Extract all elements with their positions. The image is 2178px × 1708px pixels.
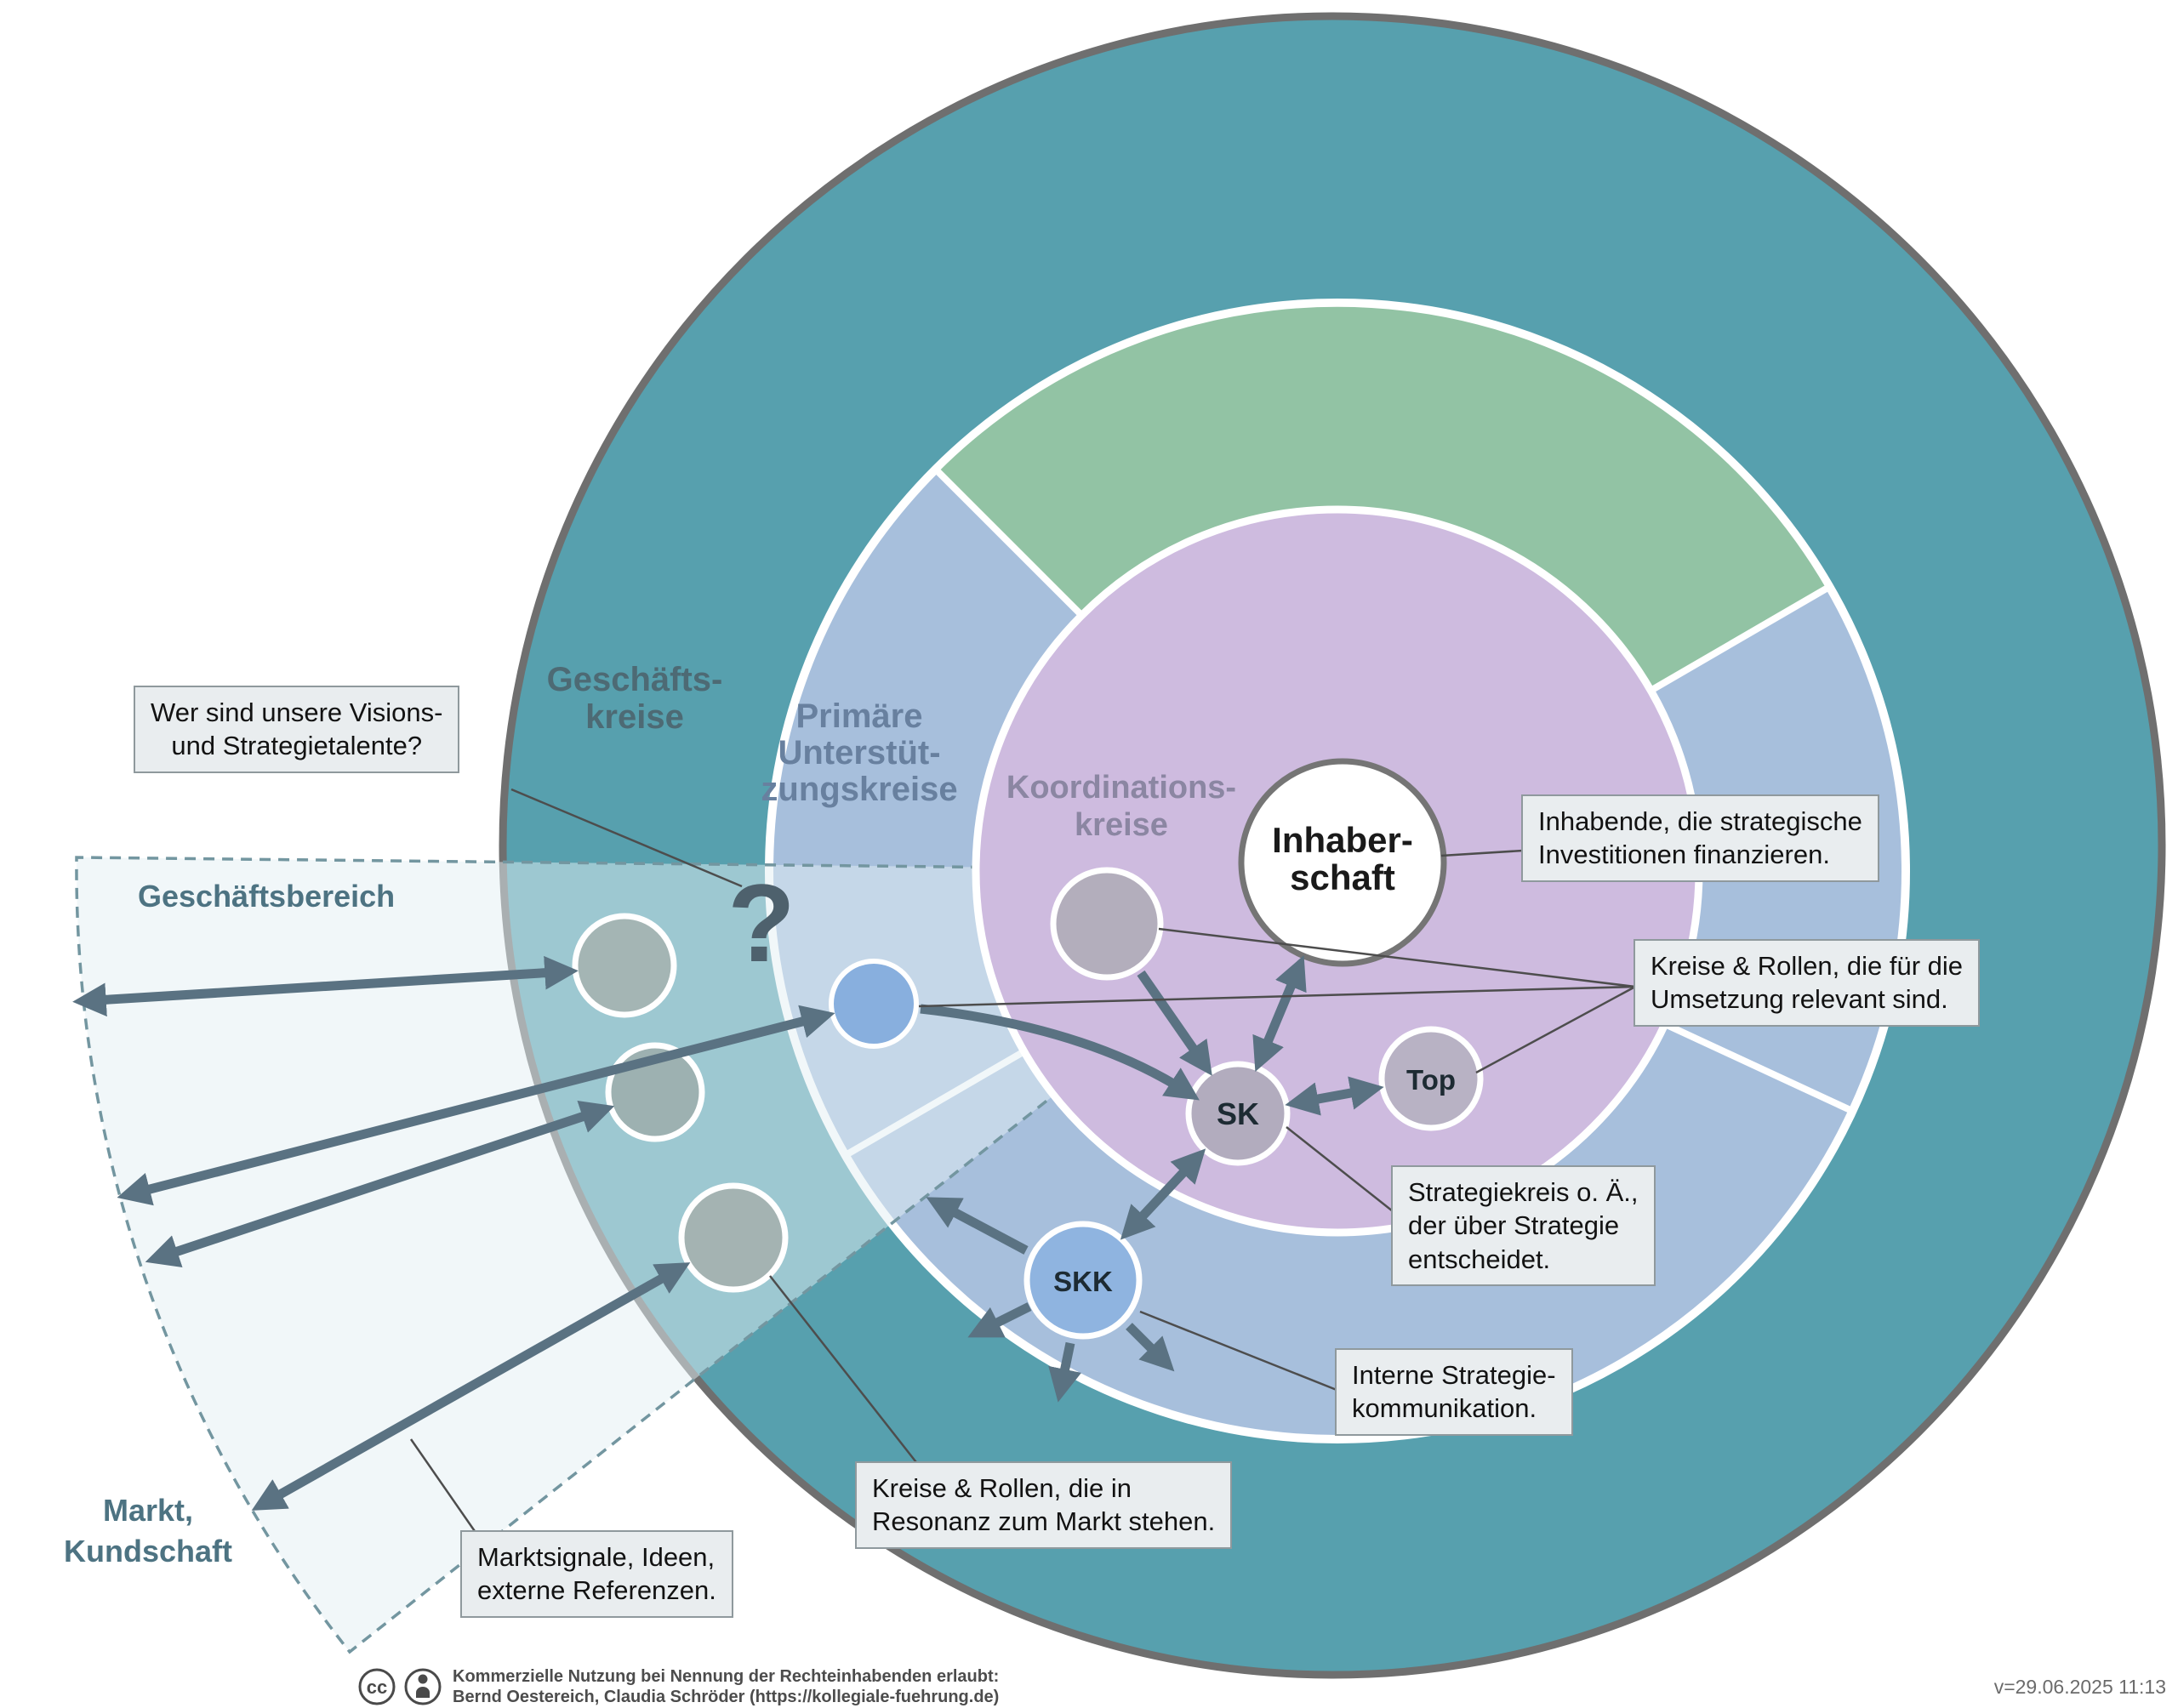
callout-line: Investitionen finanzieren. [1538, 840, 1830, 870]
support-ring-label: Primäre [796, 697, 923, 735]
connector-owners [1440, 849, 1524, 857]
arrow-sk-skk [1120, 1148, 1206, 1240]
connector-implementation-coordination [1158, 927, 1636, 988]
arrow-sk-top [1285, 1076, 1384, 1116]
callout-internal-communication: Interne Strategie- kommunikation. [1335, 1348, 1573, 1436]
arrow-skk-radiate-downleft [967, 1302, 1032, 1338]
cc-by-person-icon [418, 1674, 428, 1684]
arrow-market-business-3 [251, 1262, 691, 1511]
segment-divider [1663, 1021, 1854, 1114]
callout-line: Inhabende, die strategische [1538, 806, 1862, 836]
callout-market-resonance: Kreise & Rollen, die in Resonanz zum Mar… [855, 1461, 1233, 1549]
support-ring-label: zungskreise [761, 771, 957, 808]
license-text: Bernd Oestereich, Claudia Schröder (http… [453, 1688, 999, 1706]
callout-line: und Strategietalente? [171, 731, 423, 761]
support-ring-label: Unterstüt- [778, 734, 940, 771]
callout-line: Umsetzung relevant sind. [1651, 984, 1948, 1015]
callout-line: Marktsignale, Ideen, [477, 1542, 716, 1572]
connector-layer [409, 788, 1636, 1534]
coordination-ring-label: kreise [1075, 807, 1168, 843]
connector-resonance-node [769, 1275, 920, 1466]
skk-node [1023, 1221, 1143, 1340]
connector-strategy-sk [1286, 1126, 1394, 1212]
callout-line: Kreise & Rollen, die für die [1651, 951, 1964, 981]
arrow-blue-node-to-sk [920, 1004, 1200, 1101]
coordination-node [1050, 867, 1164, 981]
callout-implementation: Kreise & Rollen, die für die Umsetzung r… [1634, 939, 1981, 1027]
connector-market-signals [409, 1438, 478, 1534]
connector-implementation-blue [918, 985, 1636, 1008]
ownership-label: schaft [1290, 857, 1395, 897]
cc-by-person-icon [416, 1687, 430, 1698]
arrow-skk-radiate-down [1048, 1341, 1082, 1403]
business-ring-label: kreise [585, 698, 684, 736]
cc-icon-label: cc [367, 1677, 387, 1698]
ownership-label: Inhaber- [1272, 820, 1413, 860]
footer: cc Kommerzielle Nutzung bei Nennung der … [358, 1667, 2166, 1706]
callout-line: Wer sind unsere Visions- [151, 697, 443, 727]
arrow-coordination-to-sk [1137, 970, 1212, 1076]
connector-communication-skk [1139, 1310, 1337, 1392]
skk-node-label: SKK [1053, 1266, 1113, 1297]
support-node-blue [829, 959, 919, 1049]
market-label: Markt, [103, 1493, 193, 1528]
coordination-ring-label: Koordinations- [1006, 770, 1236, 806]
arrow-market-business-1 [72, 955, 579, 1017]
arrow-market-business-2 [145, 1100, 615, 1268]
business-node-3 [678, 1182, 789, 1293]
callout-vision-talents: Wer sind unsere Visions- und Strategieta… [134, 686, 460, 773]
sk-node-label: SK [1217, 1096, 1259, 1131]
version-stamp: v=29.06.2025 11:13 [1994, 1676, 2166, 1698]
market-label: Kundschaft [64, 1534, 232, 1569]
callout-strategy-circle: Strategiekreis o. Ä., der über Strategie… [1391, 1165, 1656, 1287]
callout-line: Kreise & Rollen, die in [872, 1473, 1132, 1503]
cc-by-person-icon [404, 1668, 442, 1705]
arrow-sk-ownership [1252, 955, 1307, 1072]
callout-line: Strategiekreis o. Ä., [1408, 1177, 1639, 1207]
arrow-layer [72, 955, 1384, 1511]
business-area-label: Geschäftsbereich [138, 879, 395, 914]
callout-line: entscheidet. [1408, 1244, 1551, 1274]
business-ring-label: Geschäfts- [547, 661, 723, 698]
cc-icon [358, 1668, 396, 1705]
callout-market-signals: Marktsignale, Ideen, externe Referenzen. [460, 1530, 733, 1618]
callout-line: Interne Strategie- [1352, 1360, 1556, 1390]
top-node-label: Top [1406, 1064, 1456, 1096]
callout-line: externe Referenzen. [477, 1575, 716, 1606]
callout-owners: Inhabende, die strategische Investitione… [1521, 794, 1879, 882]
license-text: Kommerzielle Nutzung bei Nennung der Rec… [453, 1667, 999, 1686]
callout-line: Resonanz zum Markt stehen. [872, 1506, 1216, 1537]
callout-line: der über Strategie [1408, 1210, 1620, 1241]
ownership-circle [1238, 758, 1447, 967]
arrow-skk-radiate-downright [1126, 1323, 1175, 1372]
question-mark: ? [727, 861, 795, 985]
business-node-1 [572, 913, 677, 1018]
arrow-skk-radiate-upleft [926, 1197, 1029, 1255]
connector-implementation-top [1475, 985, 1636, 1074]
callout-line: kommunikation. [1352, 1393, 1537, 1424]
connector-vision-question [510, 788, 743, 888]
